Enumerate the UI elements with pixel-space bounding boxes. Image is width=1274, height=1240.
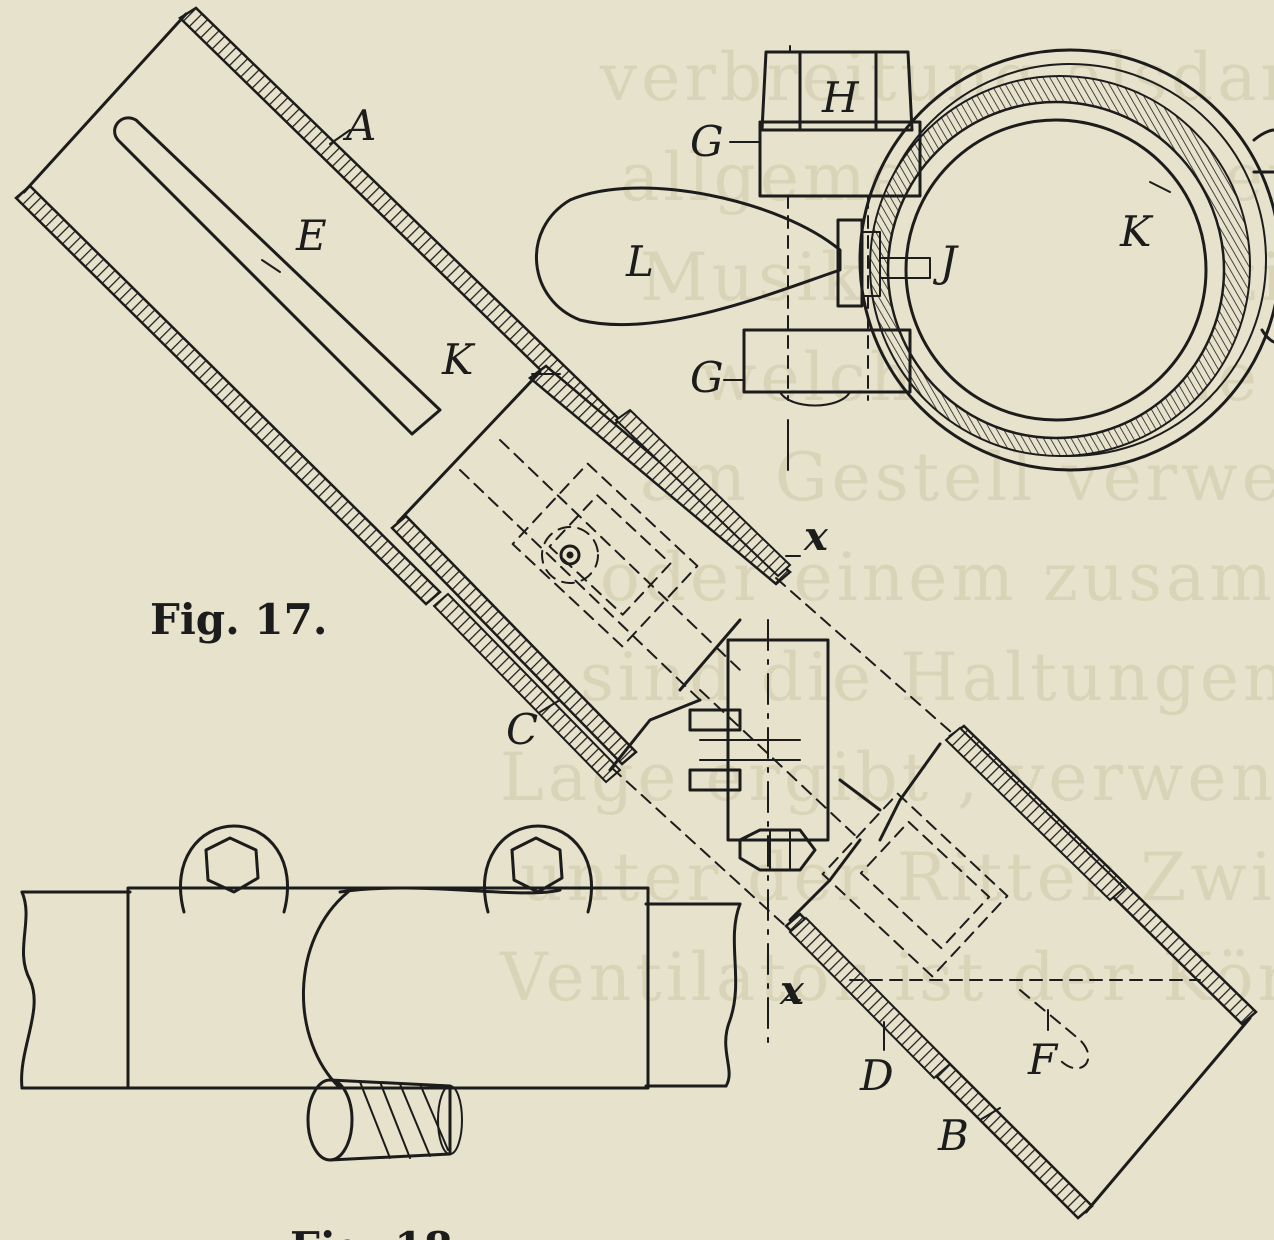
tube-a-upper-wall: [177, 6, 622, 434]
label-x-bottom: x: [779, 967, 805, 1014]
tube-b-end-line: [1084, 1016, 1252, 1214]
lug-g-bottom: [742, 328, 912, 394]
side-screw: [306, 1078, 463, 1162]
label-g-top: G: [690, 117, 724, 166]
bg-line-5: am Gestell verwendet nur als Stütze: [640, 439, 1274, 516]
break-line-mid: [678, 618, 742, 692]
slot-e: [113, 116, 442, 436]
tube-a-end-line: [22, 12, 188, 194]
break-line-lower: [788, 838, 862, 922]
side-break-right: [724, 902, 742, 1088]
outer-sleeve-bottom: [432, 592, 622, 784]
label-f: F: [1027, 1035, 1059, 1084]
handle-collar-inner: [861, 231, 881, 297]
side-lug-right: [482, 824, 594, 914]
nut-h: [760, 50, 914, 132]
lug-g-bottom-curve: [779, 391, 851, 407]
ring-bore-inner: [904, 118, 1208, 422]
break-line-right: [878, 742, 942, 842]
ring-outer: [858, 48, 1274, 472]
wing-handle-l: [535, 186, 842, 327]
sleeve-c-upper: [527, 364, 792, 586]
sleeve-d-top: [944, 726, 1126, 902]
bg-line-6: oder einem zusammenhängendes Paar: [600, 539, 1274, 616]
break-line-upper: [608, 698, 702, 772]
side-curve-cut: [302, 890, 350, 1090]
label-d: D: [859, 1051, 894, 1100]
fig-side-view-clamp: [20, 824, 742, 1162]
label-k-right: K: [1119, 207, 1154, 256]
label-g-bottom: G: [690, 353, 724, 402]
ring-bore: [886, 100, 1226, 440]
label-c: C: [506, 705, 538, 754]
fig17-tube-assembly: A E K C D B F x x: [14, 6, 1258, 1220]
side-hex-right: [510, 836, 564, 894]
label-e: E: [295, 211, 327, 260]
leader-b: [979, 1107, 1001, 1121]
leader-c: [539, 699, 561, 713]
side-top-edge: [338, 886, 562, 895]
label-x-top: x: [803, 513, 829, 560]
slot-e-leader: [261, 259, 281, 273]
plug-hidden-detail: [459, 439, 741, 701]
plug-f-hidden: [821, 792, 1201, 1070]
leader-k-right: [1149, 181, 1171, 193]
caption-fig18-partial: Fig. 18: [290, 1223, 453, 1240]
side-hex-left: [204, 836, 260, 894]
bg-line-9: unter der Ritter Zwischenraum: [520, 839, 1274, 916]
side-lug-left: [178, 824, 290, 914]
pin-j: [879, 257, 931, 279]
clamp-section: [611, 577, 961, 1051]
bg-line-1: verbreitung alsdann: [599, 39, 1274, 116]
clamp-jaws: [688, 708, 742, 792]
caption-fig17: Fig. 17.: [150, 595, 327, 644]
label-a: A: [342, 101, 376, 150]
sleeve-d: [788, 916, 952, 1080]
bolt-nut: [738, 828, 817, 872]
label-k-left: K: [441, 335, 476, 384]
label-l: L: [625, 237, 654, 286]
leader-a: [329, 129, 351, 145]
fig18-ring-clamp: H G G L J K: [535, 45, 1274, 472]
plug-k-edge: [396, 370, 542, 524]
label-b: B: [937, 1111, 969, 1160]
outer-sleeve-top: [614, 408, 792, 578]
bg-line-7: sind die Haltungen mit einem Schwert: [580, 639, 1274, 716]
label-h: H: [821, 73, 860, 122]
side-break-left: [20, 890, 36, 1090]
lug-g-top: [758, 120, 922, 198]
